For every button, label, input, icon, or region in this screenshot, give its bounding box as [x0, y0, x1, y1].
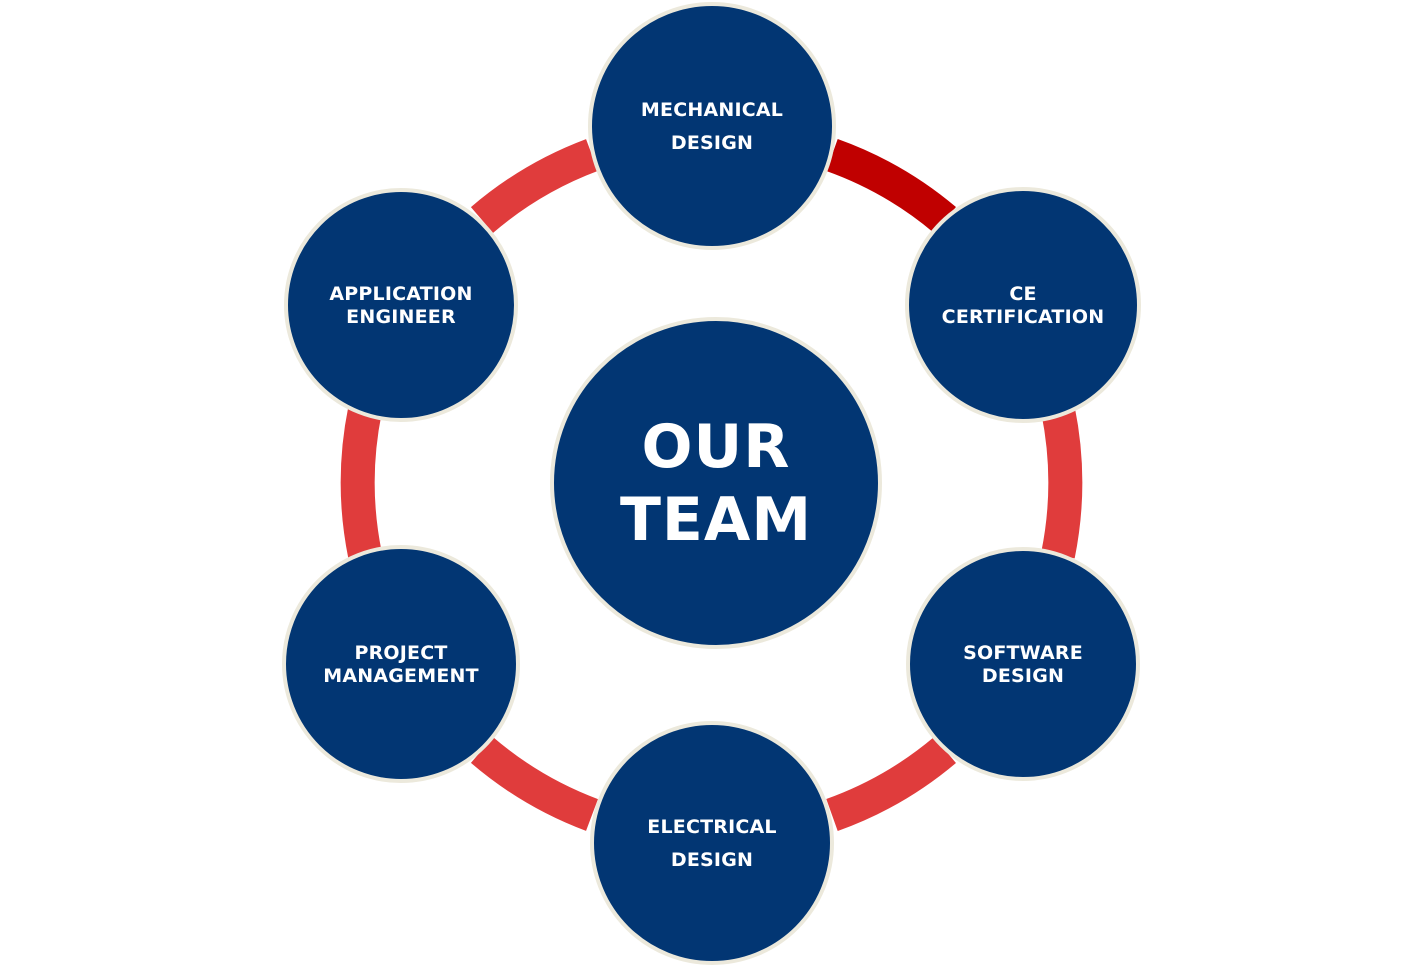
ring-segment-mechanical-to-ce	[826, 138, 956, 234]
ring-segment-electrical-to-project	[470, 736, 599, 831]
node-label-line2: DESIGN	[982, 665, 1064, 687]
node-ce-certification: CE CERTIFICATION	[905, 187, 1141, 423]
node-circle	[284, 188, 518, 422]
node-label-line1: APPLICATION	[329, 283, 472, 305]
node-label-line1: PROJECT	[354, 642, 447, 664]
ring	[340, 138, 1083, 832]
center-label-line1: OUR	[642, 412, 791, 482]
node-label-line1: CE	[1009, 283, 1036, 305]
center-label-line2: TEAM	[620, 485, 812, 555]
node-electrical-design: ELECTRICAL DESIGN	[590, 721, 834, 965]
ring-segment-application-to-mechanical	[470, 139, 599, 234]
node-label-line2: DESIGN	[671, 849, 753, 871]
node-circle	[282, 545, 520, 783]
node-mechanical-design: MECHANICAL DESIGN	[588, 2, 836, 250]
node-label-line2: DESIGN	[671, 132, 753, 154]
node-project-management: PROJECT MANAGEMENT	[282, 545, 520, 783]
node-label-line1: ELECTRICAL	[647, 816, 776, 838]
node-label-line1: SOFTWARE	[963, 642, 1083, 664]
center-node-our-team: OUR TEAM	[550, 317, 882, 649]
node-application-engineer: APPLICATION ENGINEER	[284, 188, 518, 422]
node-circle	[588, 2, 836, 250]
node-circle	[906, 547, 1140, 781]
node-label-line2: ENGINEER	[346, 306, 456, 328]
ring-segment-project-to-application	[340, 406, 382, 559]
center-circle	[550, 317, 882, 649]
node-software-design: SOFTWARE DESIGN	[906, 547, 1140, 781]
node-label-line2: MANAGEMENT	[323, 665, 479, 687]
node-label-line2: CERTIFICATION	[942, 306, 1105, 328]
node-circle	[590, 721, 834, 965]
node-circle	[905, 187, 1141, 423]
ring-segment-ce-to-software	[1041, 406, 1083, 559]
ring-segment-software-to-electrical	[826, 736, 956, 832]
node-label-line1: MECHANICAL	[641, 99, 783, 121]
